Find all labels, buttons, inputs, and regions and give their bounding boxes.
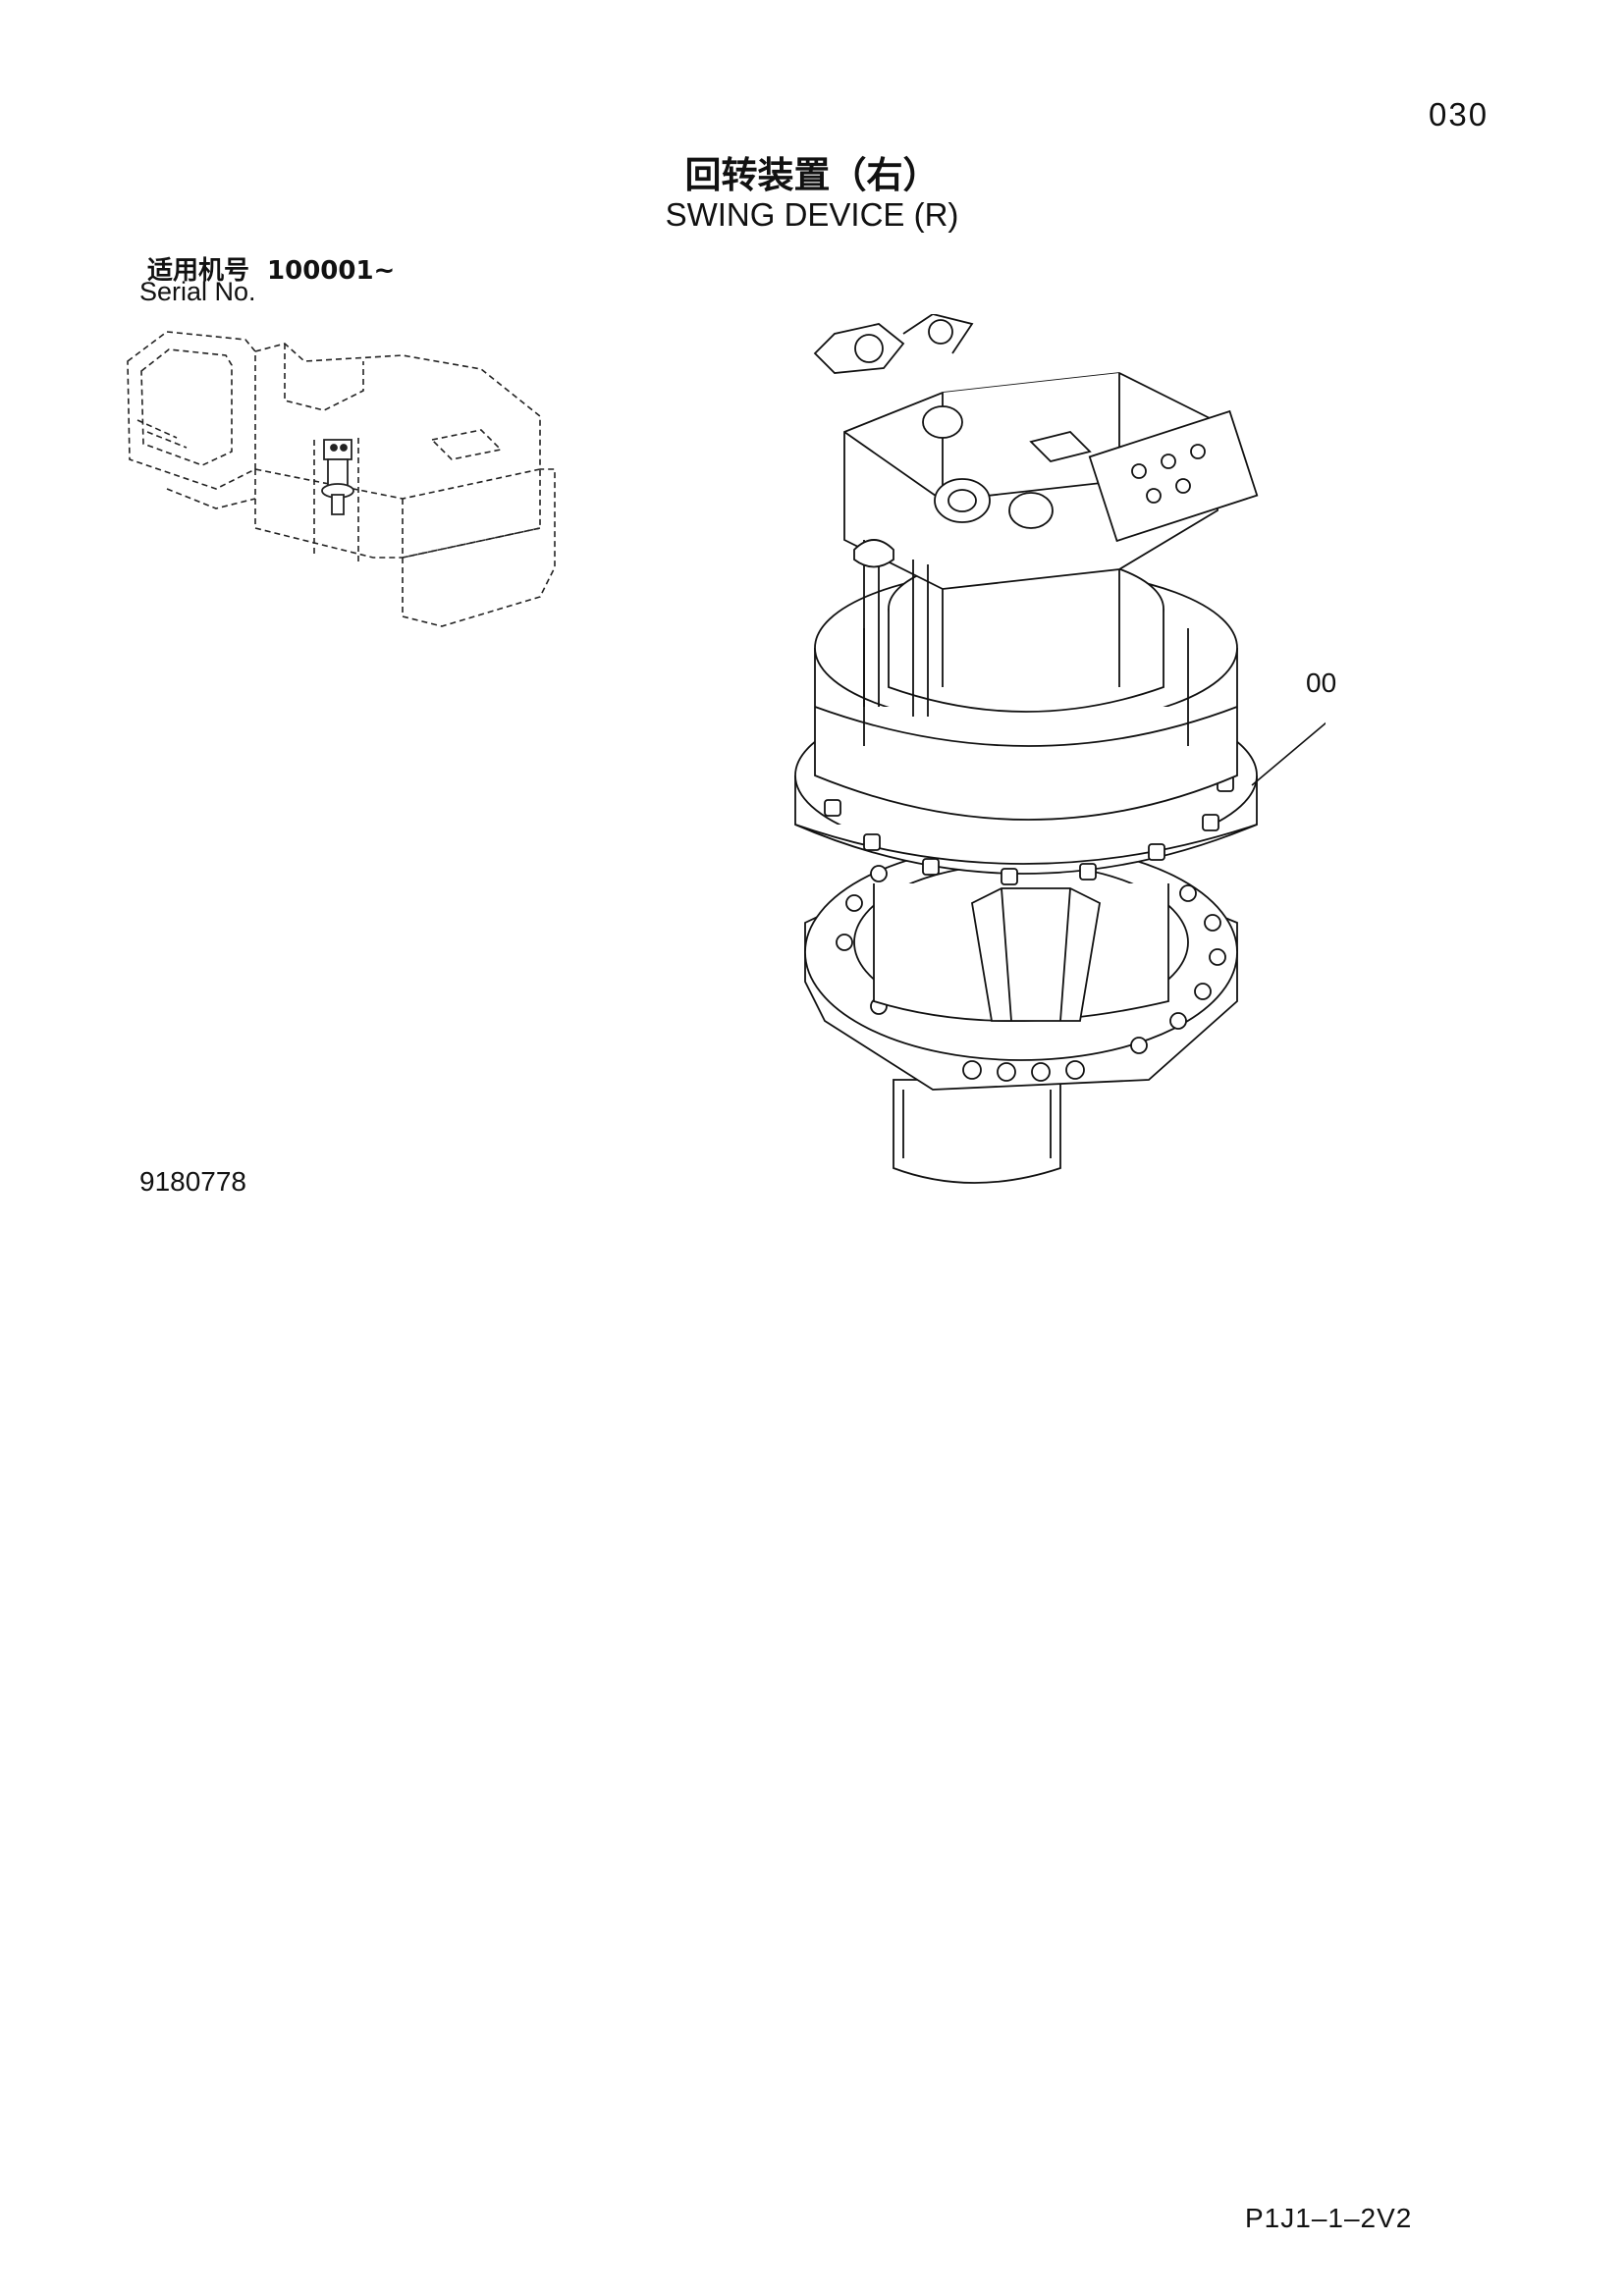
serial-range: 100001~ bbox=[267, 256, 396, 286]
cab-outline bbox=[128, 332, 255, 489]
serial-label-english: Serial No. bbox=[139, 277, 256, 306]
footer-code: P1J1–1–2V2 bbox=[1245, 2203, 1413, 2233]
serial-applicability: 适用机号 100001~ bbox=[147, 250, 395, 287]
callout-label-00: 00 bbox=[1306, 667, 1337, 698]
machine-locator-illustration bbox=[108, 322, 579, 646]
callout-leader-line bbox=[1252, 707, 1326, 785]
relief-valve-block bbox=[815, 314, 1257, 717]
deck-outline bbox=[255, 344, 540, 499]
output-shaft bbox=[893, 1080, 1060, 1183]
swing-device-illustration bbox=[707, 314, 1326, 1217]
serial-label-chinese: 适用机号 bbox=[147, 256, 250, 286]
figure-code: 9180778 bbox=[139, 1166, 247, 1197]
title-english: SWING DEVICE (R) bbox=[665, 196, 959, 233]
counterweight-outline bbox=[403, 469, 555, 626]
swing-device-marker bbox=[322, 440, 353, 514]
title-chinese: 回转装置（右） bbox=[684, 154, 940, 196]
reduction-gear-housing bbox=[874, 883, 1168, 1021]
page-number: 030 bbox=[1429, 96, 1489, 133]
